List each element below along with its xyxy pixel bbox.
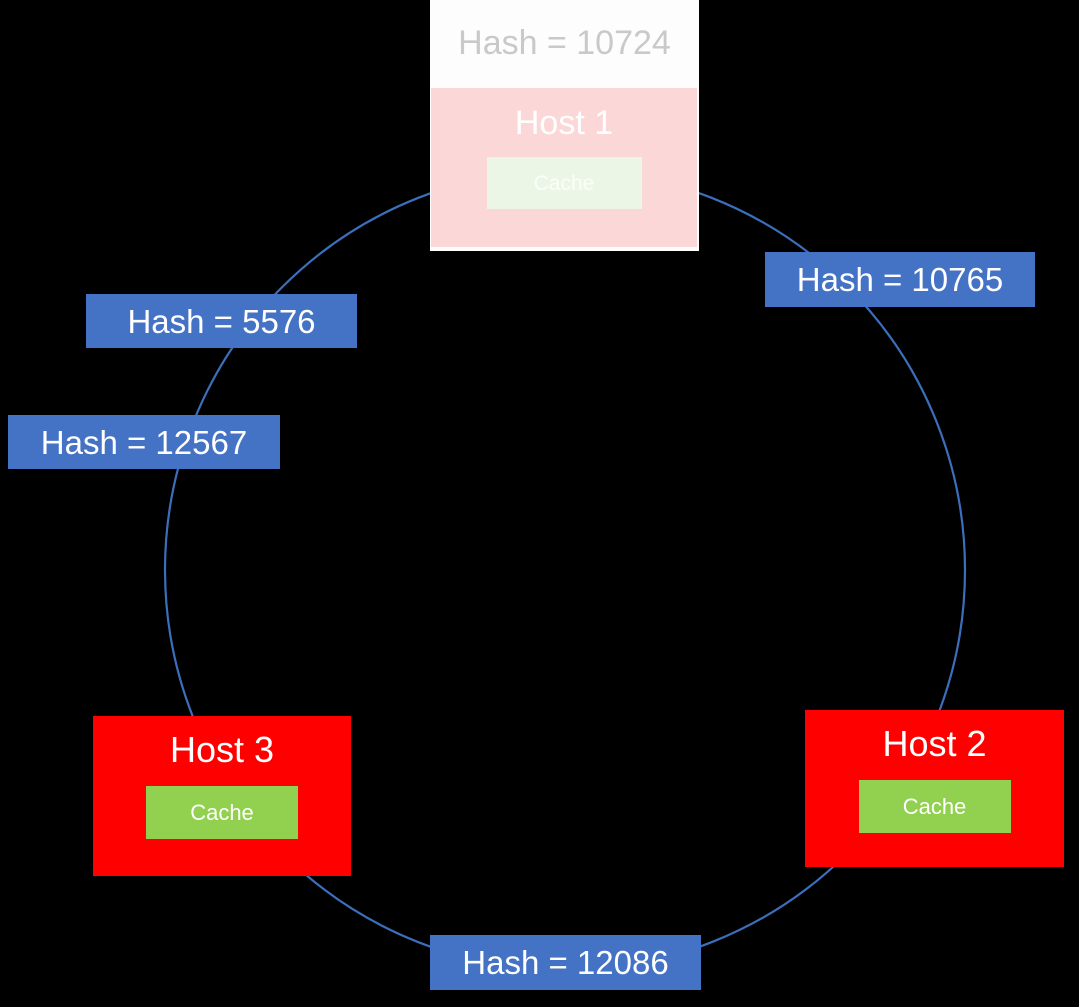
hash-tag-5576[interactable]: Hash = 5576 — [86, 294, 357, 348]
host-1-title: Host 1 — [514, 104, 614, 142]
host-2-title: Host 2 — [882, 723, 987, 764]
hash-tag-12086[interactable]: Hash = 12086 — [430, 935, 701, 990]
host-node-2[interactable]: Host 2 Cache — [805, 710, 1064, 867]
host-1-cache-box[interactable]: Cache — [486, 157, 642, 209]
host-3-cache-box[interactable]: Cache — [146, 786, 298, 839]
host-node-3[interactable]: Host 3 Cache — [93, 716, 351, 876]
host-2-cache-box[interactable]: Cache — [858, 780, 1011, 833]
host-1-cache-label: Cache — [533, 171, 595, 195]
host-1-hash-label: Hash = 10724 — [458, 23, 671, 62]
host-3-cache-label: Cache — [190, 799, 254, 825]
host-3-title: Host 3 — [169, 729, 275, 770]
hash-tag-12567[interactable]: Hash = 12567 — [8, 415, 280, 469]
host-node-1[interactable]: Host 1 Cache — [431, 88, 697, 247]
host-2-cache-label: Cache — [902, 793, 967, 819]
hash-tag-10765[interactable]: Hash = 10765 — [765, 252, 1035, 307]
